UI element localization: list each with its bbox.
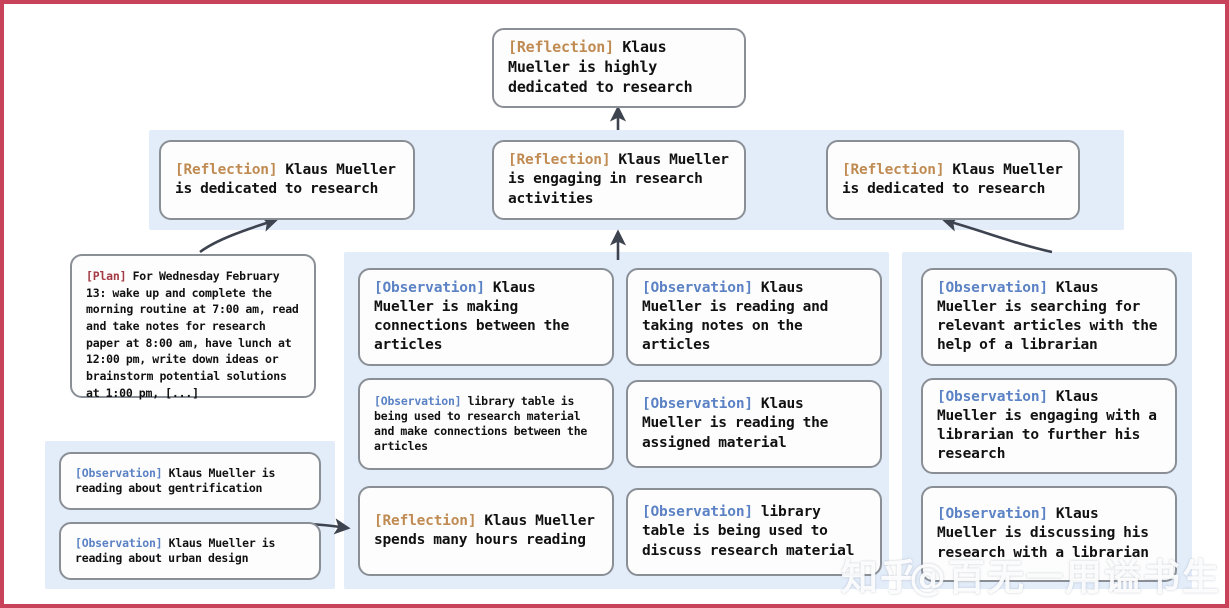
tag-observation: [Observation] [937, 279, 1048, 296]
node-text: Klaus Mueller is reading about urban des… [75, 535, 276, 565]
node-text: library table is being used to research … [374, 393, 588, 454]
node-col2-observation-1[interactable]: [Observation] Klaus Mueller is reading a… [626, 268, 882, 366]
node-text: Klaus Mueller is reading and taking note… [642, 279, 829, 354]
node-text: Klaus Mueller is dedicated to research [842, 161, 1063, 197]
node-text: Klaus Mueller is reading about gentrific… [75, 465, 276, 495]
tag-observation: [Observation] [374, 279, 485, 296]
node-col3-observation-2[interactable]: [Observation] Klaus Mueller is engaging … [921, 378, 1177, 474]
tag-reflection: [Reflection] [842, 161, 945, 178]
node-reflection-center[interactable]: [Reflection] Klaus Mueller is engaging i… [492, 140, 746, 220]
node-plan[interactable]: [Plan] For Wednesday February 13: wake u… [70, 254, 316, 400]
node-text: Klaus Mueller is dedicated to research [175, 161, 396, 197]
tag-observation: [Observation] [937, 506, 1048, 523]
node-col3-observation-1[interactable]: [Observation] Klaus Mueller is searching… [921, 268, 1177, 366]
tag-observation: [Observation] [75, 535, 163, 550]
tag-observation: [Observation] [75, 465, 163, 480]
node-text: Klaus Mueller is reading the assigned ma… [642, 396, 829, 451]
node-left-observation-2[interactable]: [Observation] Klaus Mueller is reading a… [59, 522, 321, 580]
node-text: Klaus Mueller is engaging in research ac… [508, 152, 729, 207]
tag-observation: [Observation] [374, 393, 462, 408]
node-text: Klaus Mueller is highly dedicated to res… [508, 38, 693, 96]
node-col1-reflection[interactable]: [Reflection] Klaus Mueller spends many h… [358, 486, 614, 576]
node-text: Klaus Mueller is making connections betw… [374, 279, 570, 354]
tag-reflection: [Reflection] [175, 161, 278, 178]
node-col3-observation-3[interactable]: [Observation] Klaus Mueller is discussin… [921, 486, 1177, 582]
node-left-observation-1[interactable]: [Observation] Klaus Mueller is reading a… [59, 452, 321, 510]
tag-observation: [Observation] [937, 388, 1048, 405]
node-top-reflection[interactable]: [Reflection] Klaus Mueller is highly ded… [492, 28, 746, 108]
node-col2-observation-2[interactable]: [Observation] Klaus Mueller is reading t… [626, 380, 882, 468]
node-text: library table is being used to discuss r… [642, 504, 855, 559]
node-reflection-left[interactable]: [Reflection] Klaus Mueller is dedicated … [159, 140, 415, 220]
tag-plan: [Plan] [86, 269, 127, 283]
tag-reflection: [Reflection] [508, 152, 611, 169]
node-col2-observation-3[interactable]: [Observation] library table is being use… [626, 488, 882, 576]
tag-observation: [Observation] [642, 279, 753, 296]
node-col1-observation-2[interactable]: [Observation] library table is being use… [358, 378, 614, 470]
node-text: Klaus Mueller is engaging with a librari… [937, 388, 1157, 463]
node-text: Klaus Mueller spends many hours reading [374, 512, 595, 548]
tag-observation: [Observation] [642, 396, 753, 413]
tag-observation: [Observation] [642, 504, 753, 521]
tag-reflection: [Reflection] [374, 512, 477, 529]
node-col1-observation-1[interactable]: [Observation] Klaus Mueller is making co… [358, 268, 614, 366]
tag-reflection: [Reflection] [508, 38, 614, 57]
node-reflection-right[interactable]: [Reflection] Klaus Mueller is dedicated … [826, 140, 1080, 220]
node-text: Klaus Mueller is searching for relevant … [937, 279, 1158, 354]
node-text: For Wednesday February 13: wake up and c… [86, 269, 299, 400]
node-text: Klaus Mueller is discussing his research… [937, 506, 1149, 561]
